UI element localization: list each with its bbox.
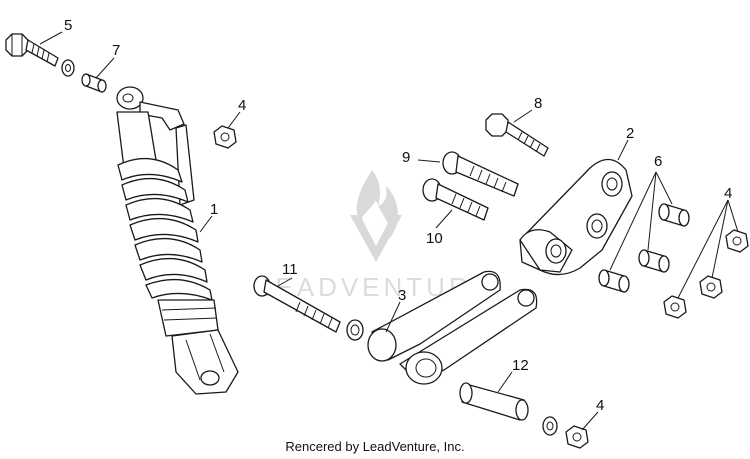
nut-part-4-right-3 [663,295,687,319]
callout-7: 7 [112,42,120,59]
callout-8: 8 [534,95,542,112]
callout-11: 11 [282,261,298,278]
nut-part-4-right-1 [725,229,749,253]
spacer-part-7 [81,73,107,93]
bolt-part-10 [422,178,489,221]
nut-part-4-bottom [565,425,589,449]
spacer-part-6-b [638,249,670,273]
callout-1: 1 [210,201,218,218]
callout-10: 10 [426,230,443,247]
washer [542,416,558,436]
callout-4-top: 4 [238,97,246,114]
flame-logo-icon [356,170,398,238]
spacer-part-6-c [598,269,630,293]
leader-lines [39,31,739,431]
callout-4-bottom: 4 [596,397,604,414]
spacer-part-6-a [658,203,690,227]
washer [61,59,75,77]
callout-9: 9 [402,149,410,166]
callouts: 5 7 4 1 8 2 9 6 4 10 11 3 12 4 [64,17,732,414]
spacer-part-12 [459,382,529,421]
nut-part-4-top [213,125,237,149]
bolt-part-11 [253,275,341,333]
callout-2: 2 [626,125,634,142]
bolt-part-5 [5,33,59,67]
bolt-part-9 [442,151,519,197]
bracket-part-2 [519,158,633,276]
callout-6: 6 [654,153,662,170]
v-logo-icon [350,215,402,262]
credit-text: Rencered by LeadVenture, Inc. [285,439,464,454]
watermark: LEADVENTURE [257,170,489,302]
callout-4-right: 4 [724,185,732,202]
callout-12: 12 [512,357,529,374]
linkage-part-3 [367,270,538,385]
bolt-part-8 [485,113,549,157]
callout-5: 5 [64,17,72,34]
nut-part-4-right-2 [699,275,723,299]
callout-3: 3 [398,287,406,304]
washer [346,319,364,341]
shock-absorber-part-1 [116,86,239,395]
